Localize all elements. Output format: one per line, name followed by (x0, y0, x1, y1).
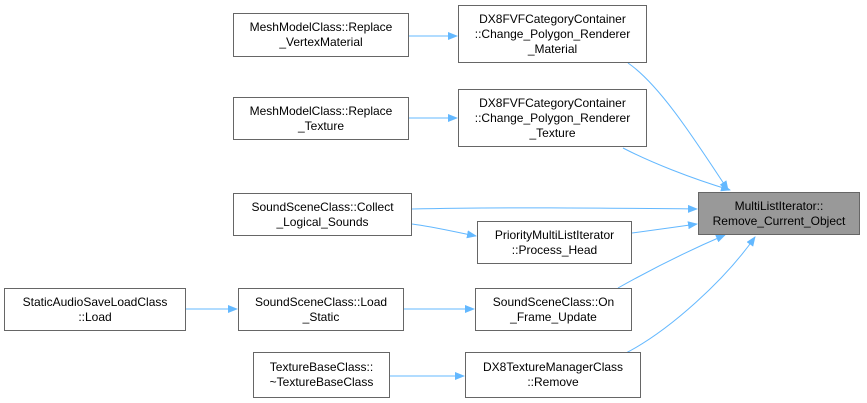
node-multilistiterator-remove-current-object: MultiListIterator:: Remove_Current_Objec… (698, 192, 860, 235)
edge-soundscene-collect-to-focus (411, 204, 698, 213)
node-line: _VertexMaterial (279, 35, 363, 49)
node-texturebase-destructor[interactable]: TextureBaseClass:: ~TextureBaseClass (253, 352, 390, 398)
node-dx8fvf-change-polygon-renderer-material[interactable]: DX8FVFCategoryContainer ::Change_Polygon… (458, 5, 647, 63)
edge-priority-process-head-to-focus (631, 221, 698, 234)
node-line: ::Change_Polygon_Renderer (474, 26, 631, 41)
node-line: SoundSceneClass::Collect (251, 199, 394, 214)
node-line: MeshModelClass::Replace (249, 20, 393, 34)
node-line: ::Change_Polygon_Renderer (474, 110, 631, 125)
node-prioritymultilistiterator-process-head[interactable]: PriorityMultiListIterator ::Process_Head (477, 221, 632, 264)
node-soundscene-on-frame-update[interactable]: SoundSceneClass::On _Frame_Update (475, 288, 632, 331)
node-meshmodel-replace-vertexmaterial[interactable]: MeshModelClass::Replace _VertexMaterial (233, 13, 409, 57)
node-line: _Static (302, 309, 340, 324)
node-line: ::Remove (527, 375, 579, 389)
node-line: MeshModelClass::Replace (249, 103, 393, 118)
node-soundscene-load-static[interactable]: SoundSceneClass::Load _Static (238, 288, 404, 331)
node-dx8texturemanager-remove[interactable]: DX8TextureManagerClass ::Remove (465, 352, 641, 398)
edge-soundscene-collect-to-priority-process-head (411, 223, 477, 239)
edge-soundscene-onframe-to-focus (617, 234, 726, 289)
node-line: ~TextureBaseClass (269, 375, 374, 389)
node-line: ::Process_Head (511, 242, 598, 257)
edge-dx8fvf-material-to-focus (627, 62, 729, 191)
node-line: Remove_Current_Object (712, 213, 846, 228)
node-line: _Material (527, 41, 578, 56)
node-line: PriorityMultiListIterator (494, 227, 615, 242)
node-line: DX8FVFCategoryContainer (479, 11, 626, 26)
node-line: ::Load (78, 309, 112, 324)
edge-dx8texture-remove-to-focus (625, 236, 756, 354)
node-line: DX8FVFCategoryContainer (479, 95, 626, 110)
node-line: _Texture (529, 125, 576, 140)
node-staticaudiosaveload-load[interactable]: StaticAudioSaveLoadClass ::Load (4, 288, 186, 331)
node-line: TextureBaseClass:: (269, 360, 374, 374)
node-dx8fvf-change-polygon-renderer-texture[interactable]: DX8FVFCategoryContainer ::Change_Polygon… (458, 89, 647, 147)
node-line: _Texture (297, 118, 345, 133)
node-line: SoundSceneClass::On (492, 294, 615, 309)
edge-dx8fvf-texture-to-focus (622, 147, 731, 192)
node-line: _Frame_Update (510, 309, 597, 324)
node-line: StaticAudioSaveLoadClass (22, 294, 168, 309)
node-line: MultiListIterator:: (734, 198, 824, 213)
node-line: _Logical_Sounds (276, 214, 369, 229)
node-line: SoundSceneClass::Load (254, 294, 388, 309)
node-line: DX8TextureManagerClass (482, 360, 624, 374)
node-soundscene-collect-logical-sounds[interactable]: SoundSceneClass::Collect _Logical_Sounds (233, 193, 412, 236)
node-meshmodel-replace-texture[interactable]: MeshModelClass::Replace _Texture (233, 97, 409, 140)
